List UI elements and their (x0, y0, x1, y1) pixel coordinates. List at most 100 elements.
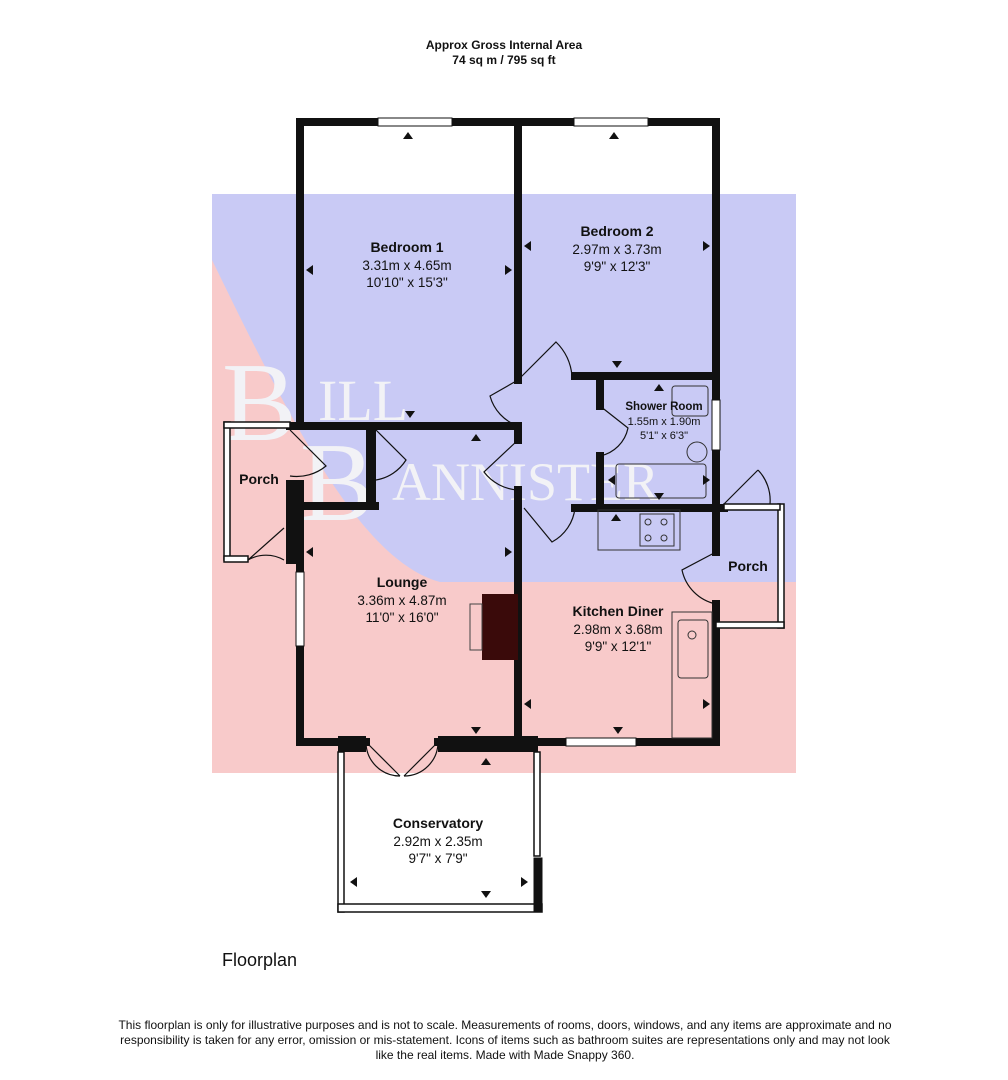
hob-ring-4 (660, 534, 668, 542)
arrow (524, 699, 531, 709)
arrow (471, 727, 481, 734)
room-name-porch-left: Porch (239, 471, 279, 487)
door-bedroom1-porch (289, 429, 327, 478)
window-bedroom1 (377, 117, 453, 127)
kitchen-counter-top (597, 509, 681, 551)
room-imperial-lounge: 11'0" x 16'0" (365, 610, 438, 625)
porch-right-glazing-bottom (715, 621, 785, 629)
porch-left-structure (223, 421, 291, 563)
room-name-bedroom-1: Bedroom 1 (370, 239, 443, 255)
window-kitchen (565, 737, 637, 747)
arrow (703, 699, 710, 709)
door-bedroom1-closet (375, 429, 407, 481)
window-lounge (295, 571, 305, 647)
arrow (471, 434, 481, 441)
arrow (306, 265, 313, 275)
gross-area-header: Approx Gross Internal Area 74 sq m / 795… (0, 38, 1008, 68)
hob-ring-1 (644, 518, 652, 526)
arrow (505, 547, 512, 557)
watermark-text-bottom: ANNISTER (392, 452, 659, 512)
door-bedroom1-hall (489, 379, 519, 427)
room-name-lounge: Lounge (377, 574, 428, 590)
porch-right-structure (715, 469, 785, 629)
watermark-initial-top: B (222, 341, 297, 465)
arrow (521, 877, 528, 887)
arrow (609, 132, 619, 139)
arrow (505, 265, 512, 275)
washbasin (686, 441, 708, 463)
arrow (703, 241, 710, 251)
arrow (608, 475, 615, 485)
porch-right-glazing-side (777, 503, 785, 629)
room-name-bedroom-2: Bedroom 2 (580, 223, 653, 239)
arrow (654, 493, 664, 500)
door-conservatory (365, 741, 439, 777)
conservatory-glazing-bottom (337, 903, 543, 913)
arrow (611, 514, 621, 521)
room-metric-bedroom-2: 2.97m x 3.73m (572, 242, 661, 257)
conservatory-glazing-left (337, 751, 345, 913)
arrow (654, 384, 664, 391)
room-name-kitchen-diner: Kitchen Diner (572, 603, 664, 619)
room-name-conservatory: Conservatory (393, 815, 483, 831)
wall-conservatory-stub-right (438, 736, 538, 752)
fireplace-hearth (469, 603, 483, 651)
room-metric-lounge: 3.36m x 4.87m (357, 593, 446, 608)
door-lounge-hall (483, 439, 519, 491)
fireplace (482, 594, 518, 660)
kitchen-sink-icon (677, 619, 709, 679)
shower-tray (671, 385, 709, 417)
arrow (612, 361, 622, 368)
room-metric-conservatory: 2.92m x 2.35m (393, 834, 482, 849)
room-imperial-kitchen-diner: 9'9" x 12'1" (585, 639, 652, 654)
arrow (481, 758, 491, 765)
porch-left-glazing-top (223, 421, 291, 429)
arrow (524, 241, 531, 251)
arrow (306, 547, 313, 557)
conservatory-structure (337, 751, 543, 913)
room-metric-kitchen-diner: 2.98m x 3.68m (573, 622, 662, 637)
hob-icon (639, 513, 675, 547)
room-labels: Bedroom 1 3.31m x 4.65m 10'10" x 15'3" B… (239, 223, 768, 866)
kitchen-sink-bowl (687, 630, 697, 640)
door-kitchen (523, 507, 576, 543)
window-bedroom2 (573, 117, 649, 127)
porch-right-door (723, 469, 771, 505)
room-name-porch-right: Porch (728, 558, 768, 574)
hob-ring-3 (644, 534, 652, 542)
arrow (405, 411, 415, 418)
wall-bedroom1-closet (366, 426, 376, 510)
door-shower (599, 405, 629, 457)
conservatory-right-post (533, 857, 543, 913)
arrow (703, 475, 710, 485)
room-imperial-bedroom-1: 10'10" x 15'3" (366, 275, 448, 290)
arrow (403, 132, 413, 139)
door-kitchen-porch (681, 551, 717, 605)
gross-area-value: 74 sq m / 795 sq ft (452, 53, 556, 67)
kitchen-counter-side (671, 611, 713, 739)
windows (295, 117, 721, 747)
hob-ring-2 (660, 518, 668, 526)
room-imperial-conservatory: 9'7" x 7'9" (408, 851, 467, 866)
window-shower (711, 399, 721, 451)
room-imperial-bedroom-2: 9'9" x 12'3" (584, 259, 651, 274)
room-metric-shower-room: 1.55m x 1.90m (628, 416, 701, 428)
conservatory-glazing-right (533, 751, 541, 857)
arrow (481, 891, 491, 898)
disclaimer-text: This floorplan is only for illustrative … (118, 1018, 892, 1062)
arrow (613, 727, 623, 734)
floorplan-caption: Floorplan (222, 950, 298, 970)
arrow (350, 877, 357, 887)
kitchen-fittings (597, 509, 713, 739)
room-name-shower-room: Shower Room (625, 401, 702, 413)
wall-conservatory-stub-left (338, 736, 366, 752)
watermark-initial-bottom: B (300, 421, 375, 545)
door-bedroom2 (517, 341, 573, 381)
door-swings (289, 341, 717, 777)
wall-porch-stub (286, 480, 304, 564)
room-imperial-shower-room: 5'1" x 6'3" (640, 430, 688, 442)
porch-right-glazing-top (723, 503, 781, 511)
dimension-arrows (306, 132, 710, 898)
porch-left-glazing-bottom (223, 555, 249, 563)
porch-left-door (247, 527, 285, 561)
